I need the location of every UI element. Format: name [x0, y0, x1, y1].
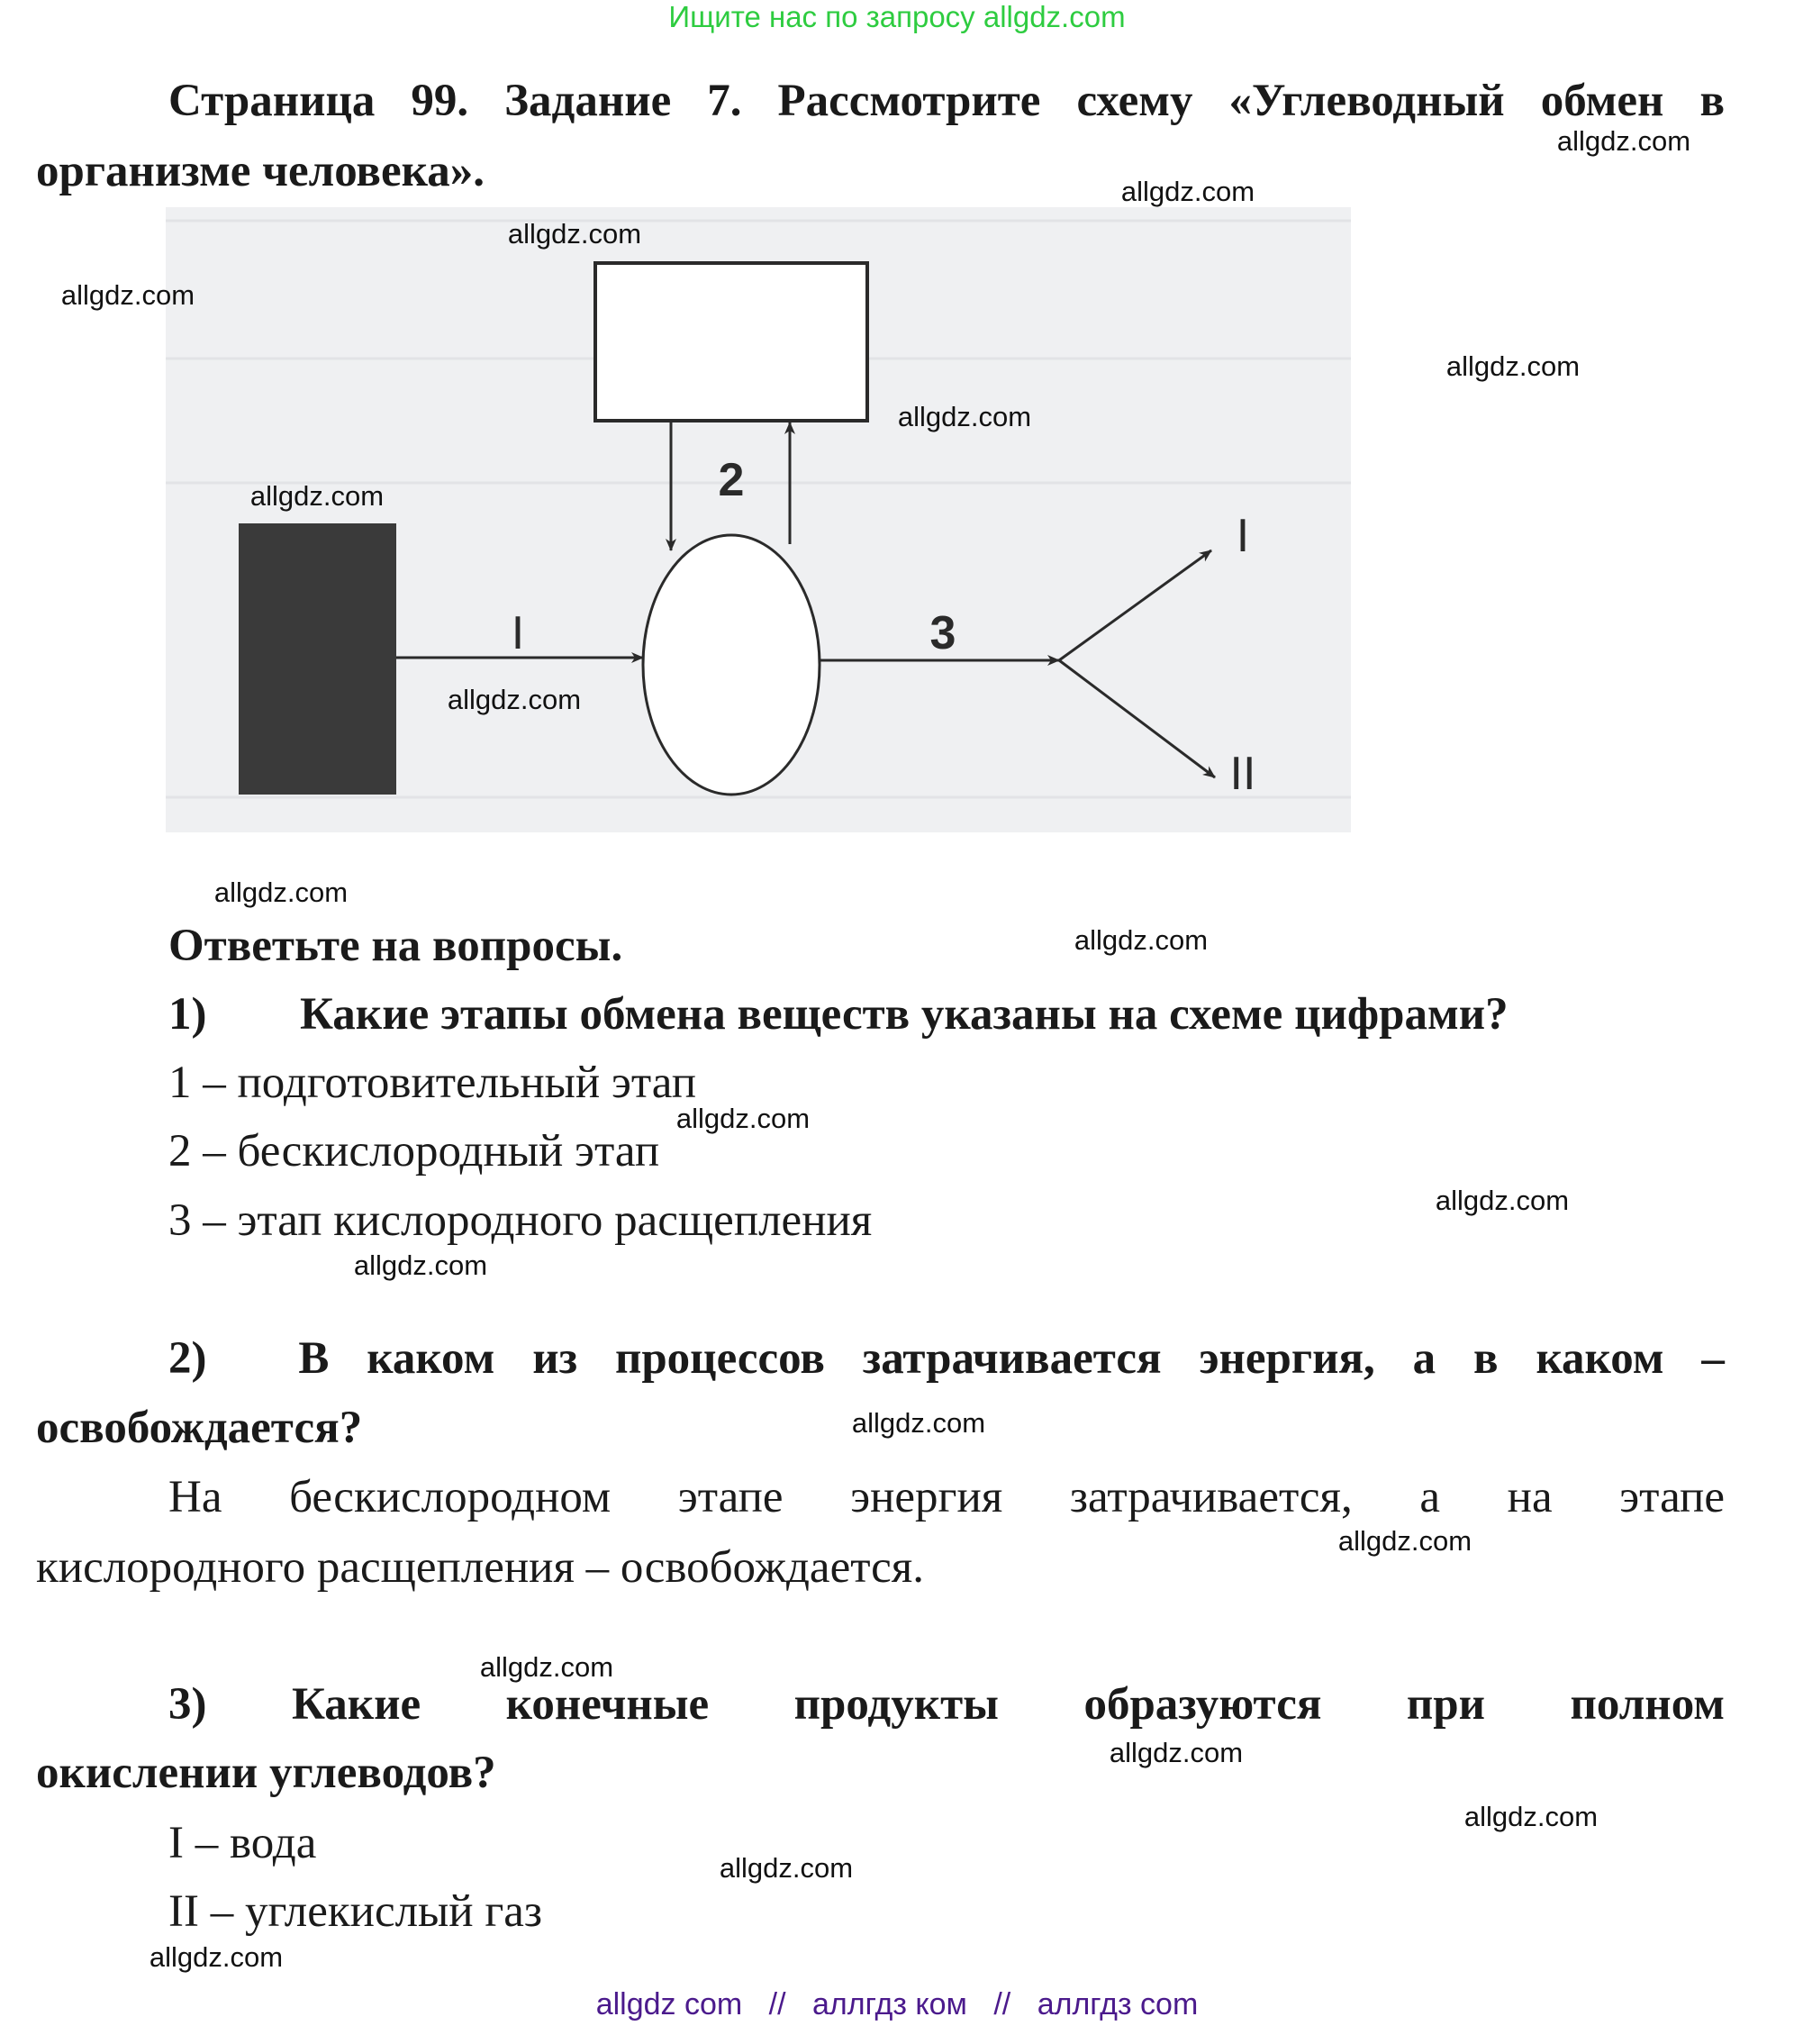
footer-separator: // — [993, 1987, 1011, 2021]
q3-question-line2: окислении углеводов? — [36, 1748, 496, 1798]
label-product2: II — [1230, 748, 1256, 800]
footer-links: allgdz com // аллгдз ком // аллгдз com — [0, 1987, 1794, 2022]
carbohydrate-metabolism-diagram: I 2 3 I II — [166, 207, 1351, 832]
word: бескислородном — [289, 1472, 612, 1522]
watermark: allgdz.com — [1463, 1801, 1599, 1832]
word: образуются — [1083, 1679, 1322, 1730]
word: энергия, — [1199, 1333, 1375, 1384]
footer-link-allgdz[interactable]: allgdz com — [595, 1987, 743, 2021]
q2-number: 2) — [168, 1333, 207, 1384]
watermark: allgdz.com — [507, 218, 642, 250]
q1-answer-3: 3 – этап кислородного расщепления — [168, 1195, 873, 1246]
word: при — [1406, 1679, 1486, 1730]
word: полном — [1570, 1679, 1725, 1730]
watermark: allgdz.com — [719, 1852, 854, 1884]
watermark: allgdz.com — [479, 1651, 614, 1683]
arrow-product2 — [1058, 659, 1216, 779]
label-stage1: I — [512, 607, 524, 659]
q1-text: Какие этапы обмена веществ указаны на сх… — [300, 989, 1509, 1040]
q3-question-line1: 3) Какие конечные продукты образуются пр… — [168, 1670, 1725, 1739]
q2-question-line2: освобождается? — [36, 1403, 363, 1453]
watermark: allgdz.com — [1074, 924, 1209, 956]
q2-question-line1: 2) В каком из процессов затрачивается эн… — [168, 1324, 1725, 1393]
word: из — [532, 1333, 578, 1384]
questions-heading: Ответьте на вопросы. — [168, 921, 623, 971]
page-title-line2: организме человека». — [36, 146, 485, 196]
word: конечные — [505, 1679, 710, 1730]
watermark: allgdz.com — [149, 1941, 284, 1973]
watermark: allgdz.com — [60, 279, 195, 311]
watermark: allgdz.com — [447, 684, 582, 715]
q2-answer-line2: кислородного расщепления – освобождается… — [36, 1542, 924, 1593]
label-product1: I — [1237, 510, 1249, 562]
watermark: allgdz.com — [1556, 125, 1691, 157]
watermark: allgdz.com — [1337, 1525, 1472, 1557]
word: продукты — [793, 1679, 999, 1730]
word: затрачивается, — [1069, 1472, 1353, 1522]
arrow-product1 — [1058, 549, 1212, 662]
q3-answer-2: II – углекислый газ — [168, 1886, 543, 1937]
watermark: allgdz.com — [1435, 1185, 1570, 1216]
word: энергия — [850, 1472, 1003, 1522]
ellipse-node — [641, 533, 821, 796]
label-stage3: 3 — [930, 607, 956, 659]
page-title-line1: Страница 99. Задание 7. Рассмотрите схем… — [168, 67, 1725, 135]
word: В — [298, 1333, 330, 1384]
word: в — [1473, 1333, 1499, 1384]
word: Какие — [291, 1679, 421, 1730]
word: а — [1419, 1472, 1441, 1522]
word: каком — [367, 1333, 495, 1384]
promo-header[interactable]: Ищите нас по запросу allgdz.com — [668, 0, 1126, 33]
q2-answer-line1: На бескислородном этапе энергия затрачив… — [168, 1463, 1725, 1531]
watermark: allgdz.com — [851, 1407, 986, 1439]
word: процессов — [614, 1333, 825, 1384]
q1-answer-1: 1 – подготовительный этап — [168, 1058, 697, 1108]
word: а — [1412, 1333, 1436, 1384]
watermark: allgdz.com — [353, 1249, 488, 1281]
page-title-text: Страница 99. Задание 7. Рассмотрите схем… — [168, 76, 1725, 126]
watermark: allgdz.com — [1120, 176, 1255, 207]
footer-link-allgdz-cyr-kom[interactable]: аллгдз ком — [812, 1987, 967, 2021]
q1-number: 1) — [168, 989, 207, 1040]
word: этапе — [1619, 1472, 1725, 1522]
word: – — [1701, 1333, 1725, 1384]
q1-answer-2: 2 – бескислородный этап — [168, 1126, 660, 1176]
watermark: allgdz.com — [249, 480, 385, 512]
word: этапе — [677, 1472, 784, 1522]
empty-box — [593, 261, 869, 422]
watermark: allgdz.com — [1445, 350, 1581, 382]
word: на — [1507, 1472, 1553, 1522]
word: На — [168, 1472, 222, 1522]
watermark: allgdz.com — [213, 877, 349, 908]
word: затрачивается — [862, 1333, 1162, 1384]
watermark: allgdz.com — [675, 1103, 811, 1134]
dark-block — [239, 523, 396, 795]
q3-number: 3) — [168, 1679, 207, 1730]
label-stage2: 2 — [719, 454, 745, 506]
watermark: allgdz.com — [897, 401, 1032, 432]
footer-separator: // — [768, 1987, 786, 2021]
footer-link-allgdz-cyr-com[interactable]: аллгдз com — [1037, 1987, 1199, 2021]
watermark: allgdz.com — [1109, 1737, 1244, 1768]
word: каком — [1536, 1333, 1664, 1384]
q3-answer-1: I – вода — [168, 1818, 317, 1868]
